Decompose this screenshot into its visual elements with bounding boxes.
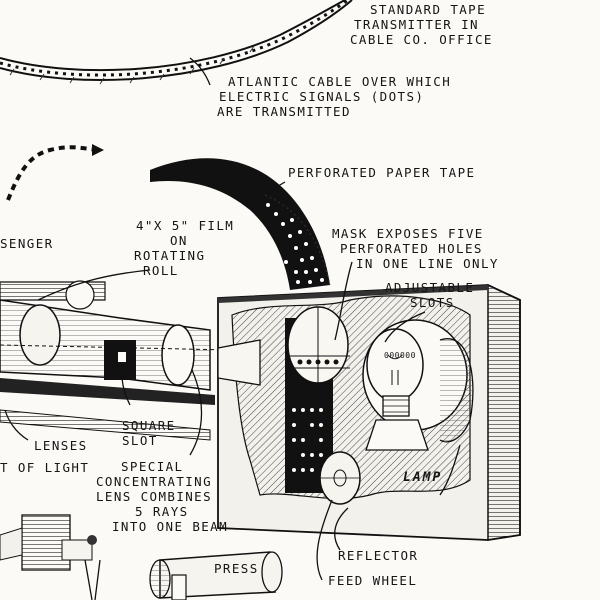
label-mask-3: IN ONE LINE ONLY [356,256,499,271]
label-perforated-tape: PERFORATED PAPER TAPE [288,165,476,180]
atlantic-pointer [189,57,211,86]
label-special-5: INTO ONE BEAM [112,519,229,534]
label-slots-1: ADJUSTABLE [385,280,475,295]
label-square-2: SLOT [122,433,158,448]
label-mask-1: MASK EXPOSES FIVE [332,226,484,241]
light-box [217,283,521,541]
label-film-2: ON [170,233,188,248]
reflector-pointer [334,507,349,551]
camera-tube [0,280,215,441]
label-standard-tape-1: STANDARD TAPE [370,2,487,17]
label-lenses: LENSES [34,438,88,453]
label-mask-2: PERFORATED HOLES [340,241,483,256]
label-slots-2: SLOTS [410,295,455,310]
label-film-1: 4"x 5" FILM [136,218,235,233]
label-film-4: ROLL [143,263,179,278]
light-beam [0,344,231,351]
label-bulb-text: 000000 [384,351,416,360]
enlarger [0,514,101,600]
signal-arc [6,144,104,201]
label-square-1: SQUARE [122,418,176,433]
label-lamp: LAMP [403,470,443,485]
label-special-3: LENS COMBINES [96,489,213,504]
label-feed-wheel: FEED WHEEL [328,573,418,588]
press-roller [149,551,283,600]
label-special-2: CONCENTRATING [96,474,213,489]
feed-wheel-pointer [316,499,333,581]
label-film-3: ROTATING [134,248,206,263]
label-standard-tape-2: TRANSMITTER IN [354,17,479,32]
slots-pointer [384,311,426,343]
lamp-pointer [439,444,461,496]
label-press: PRESS [214,561,259,576]
special-lens-pointer [189,369,203,456]
square-slot-pointer [121,374,131,406]
label-atlantic-3: ARE TRANSMITTED [217,104,351,119]
label-senger: SENGER [0,236,54,251]
film-pointer [37,269,151,301]
lenses-pointer [4,409,29,441]
atlantic-cable [0,0,353,85]
label-atlantic-2: ELECTRIC SIGNALS (DOTS) [219,89,425,104]
label-standard-tape-3: CABLE CO. OFFICE [350,32,493,47]
label-special-1: SPECIAL [121,459,184,474]
mask-pointer [334,261,353,341]
tape-pointer [267,181,286,193]
label-reflector: REFLECTOR [338,548,419,563]
perforated-paper-tape [150,158,331,290]
label-special-4: 5 RAYS [135,504,189,519]
label-light: T OF LIGHT [0,460,90,475]
label-atlantic-1: ATLANTIC CABLE OVER WHICH [228,74,452,89]
